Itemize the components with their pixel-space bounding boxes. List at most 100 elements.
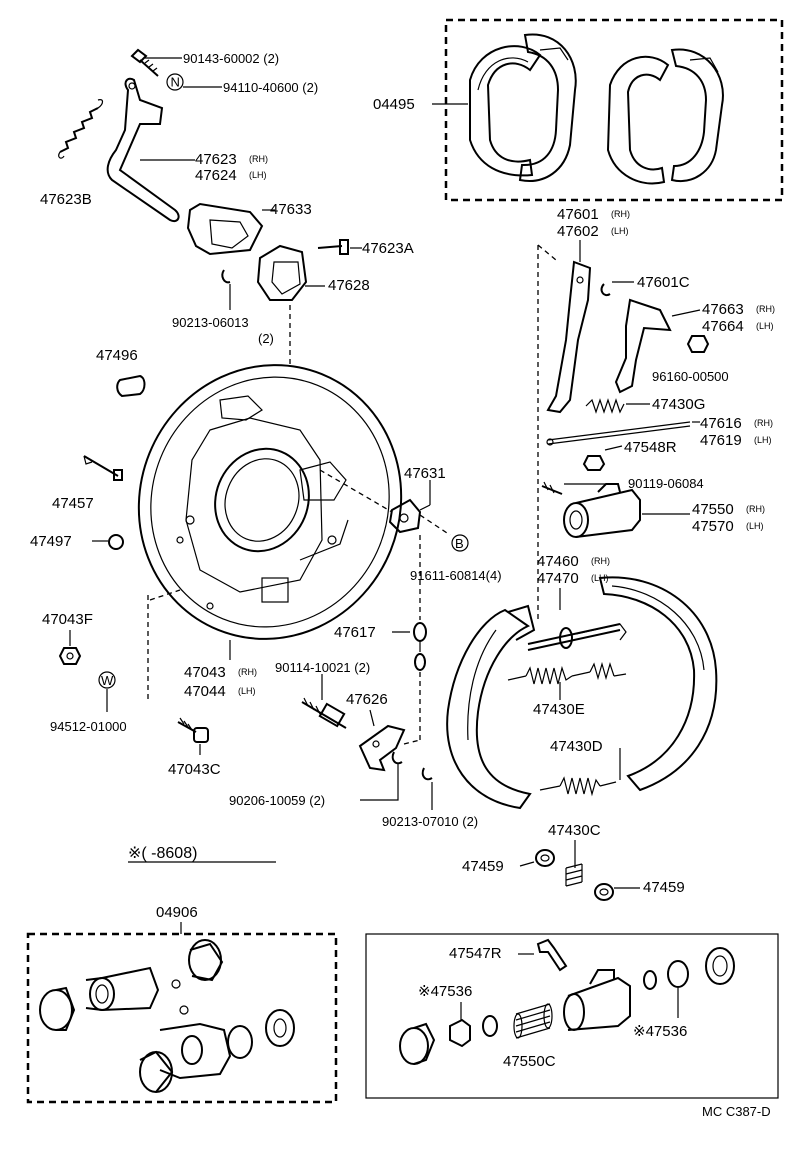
mark-n: N — [171, 75, 180, 90]
pin-47457 — [83, 455, 123, 481]
label-04495: 04495 — [373, 96, 415, 113]
strut-47616 — [546, 421, 691, 446]
suffix-47601: (RH) — [611, 209, 630, 219]
wheel-cylinder-body — [563, 969, 631, 1031]
label-47628: 47628 — [328, 277, 370, 294]
suffix-47043: (RH) — [238, 667, 257, 677]
suffix-47570: (LH) — [746, 521, 764, 531]
label-04906: 04906 — [156, 904, 198, 921]
label-47043: 47043 — [184, 664, 226, 681]
label-47043f: 47043F — [42, 611, 93, 628]
qty-90213-06013: (2) — [258, 331, 274, 346]
suffix-47619: (LH) — [754, 435, 772, 445]
note-8608: ※( -8608) — [128, 845, 197, 862]
spring-47430g — [585, 398, 625, 414]
label-47459-b: 47459 — [643, 879, 685, 896]
shoe-kit-box — [444, 18, 784, 202]
label-47633: 47633 — [270, 201, 312, 218]
suffix-47616: (RH) — [754, 418, 773, 428]
label-47536-a: ※47536 — [418, 983, 472, 1000]
nut-marker-n — [166, 73, 184, 91]
label-47619: 47619 — [700, 432, 742, 449]
label-47043c: 47043C — [168, 761, 221, 778]
suffix-47044: (LH) — [238, 686, 256, 696]
label-47602: 47602 — [557, 223, 599, 240]
brake-shoe-kit — [469, 33, 724, 185]
pin-47623a — [317, 239, 349, 255]
label-47536-b: ※47536 — [633, 1023, 687, 1040]
label-47570: 47570 — [692, 518, 734, 535]
spring-47430d — [539, 776, 617, 797]
bolt-90114 — [301, 697, 347, 729]
label-94512: 94512-01000 — [50, 719, 127, 734]
cylinder-kit-box — [26, 932, 338, 1104]
label-47624: 47624 — [195, 167, 237, 184]
plug-47496 — [116, 374, 146, 398]
nut-96160 — [686, 335, 710, 353]
label-47664: 47664 — [702, 318, 744, 335]
bolt-47043c — [177, 717, 209, 743]
label-47547r: 47547R — [449, 945, 502, 962]
spring-47550c — [513, 1003, 553, 1039]
suffix-47623: (RH) — [249, 154, 268, 164]
bolt-90119 — [541, 481, 563, 495]
label-47470: 47470 — [537, 570, 579, 587]
clip-47601c — [600, 283, 611, 296]
bolt-90143 — [130, 48, 159, 77]
label-47623: 47623 — [195, 151, 237, 168]
mark-b: B — [455, 536, 464, 551]
strut-47633 — [186, 202, 264, 256]
label-47663: 47663 — [702, 301, 744, 318]
label-47550c: 47550C — [503, 1053, 556, 1070]
washer-marker-w — [98, 671, 116, 689]
label-47623a: 47623A — [362, 240, 414, 257]
label-90206: 90206-10059 (2) — [229, 793, 325, 808]
lever-47626 — [358, 724, 406, 772]
cable-link-47617 — [413, 622, 427, 671]
parking-lever-47623 — [106, 77, 180, 222]
label-90213-06013: 90213-06013 — [172, 315, 249, 330]
label-47548r: 47548R — [624, 439, 677, 456]
cup-left — [482, 1015, 498, 1037]
label-47550: 47550 — [692, 501, 734, 518]
piston-right — [705, 947, 735, 985]
label-47459-a: 47459 — [462, 858, 504, 875]
label-47496: 47496 — [96, 347, 138, 364]
label-47430d: 47430D — [550, 738, 603, 755]
piston-left — [399, 1022, 436, 1065]
cup-right — [643, 970, 657, 990]
clip-90213-07010 — [421, 767, 433, 781]
ref-code: MC C387-D — [702, 1104, 771, 1119]
suffix-47460: (RH) — [591, 556, 610, 566]
label-90143: 90143-60002 (2) — [183, 51, 279, 66]
suffix-47624: (LH) — [249, 170, 267, 180]
bleeder-cap-47548r — [582, 455, 606, 471]
retainer-47459-a — [535, 849, 555, 867]
label-47626: 47626 — [346, 691, 388, 708]
label-94110: 94110-40600 (2) — [223, 80, 318, 95]
label-47623b: 47623B — [40, 191, 92, 208]
label-47616: 47616 — [700, 415, 742, 432]
wheel-cylinder-47550 — [563, 483, 641, 538]
label-47460: 47460 — [537, 553, 579, 570]
label-47430c: 47430C — [548, 822, 601, 839]
label-47631: 47631 — [404, 465, 446, 482]
label-47617: 47617 — [334, 624, 376, 641]
suffix-47550: (RH) — [746, 504, 765, 514]
suffix-47664: (LH) — [756, 321, 774, 331]
label-47044: 47044 — [184, 683, 226, 700]
label-47430g: 47430G — [652, 396, 705, 413]
label-47497: 47497 — [30, 533, 72, 550]
cylinder-exploded-box — [365, 933, 779, 1099]
bolt-marker-b — [451, 534, 469, 552]
label-96160: 96160-00500 — [652, 369, 729, 384]
adjuster-47628 — [256, 244, 308, 301]
backing-plate-47043 — [137, 364, 403, 640]
suffix-47602: (LH) — [611, 226, 629, 236]
bleeder-47547r — [536, 938, 568, 972]
label-47601c: 47601C — [637, 274, 690, 291]
lever-47601 — [546, 260, 592, 414]
cylinder-kit-04906 — [39, 939, 295, 1093]
